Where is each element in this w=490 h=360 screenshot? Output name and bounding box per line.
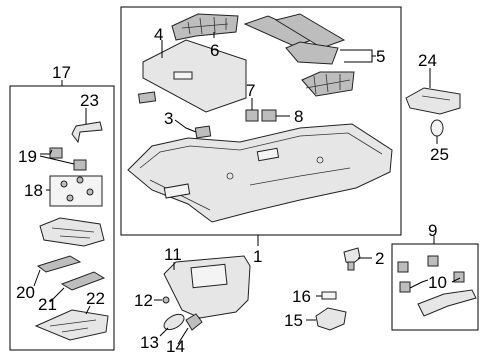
callout-2: 2 bbox=[375, 249, 384, 268]
room-lamp-24-part bbox=[405, 87, 461, 115]
sun-visor-part bbox=[163, 255, 251, 319]
leader-10b bbox=[451, 277, 461, 283]
callout-3: 3 bbox=[164, 109, 173, 128]
clip-19-part bbox=[49, 147, 87, 171]
callout-18: 18 bbox=[24, 181, 43, 200]
leader-13 bbox=[159, 327, 169, 337]
callout-24: 24 bbox=[418, 51, 437, 70]
bulb-25-part bbox=[430, 119, 444, 137]
callout-22: 22 bbox=[86, 289, 105, 308]
holder-13-part bbox=[163, 313, 185, 331]
lens-20-part bbox=[36, 255, 82, 273]
leader-3 bbox=[174, 119, 197, 133]
callout-25: 25 bbox=[430, 145, 449, 164]
assist-grip-part bbox=[397, 255, 477, 317]
visor-holder-2-part bbox=[343, 247, 361, 271]
callout-7: 7 bbox=[246, 81, 255, 100]
leader-19b bbox=[39, 155, 75, 165]
screws-18-part bbox=[49, 175, 103, 207]
callout-5: 5 bbox=[376, 47, 385, 66]
callout-8: 8 bbox=[294, 107, 303, 126]
bracket-23-part bbox=[71, 121, 103, 144]
screw-12-part bbox=[162, 296, 170, 304]
clip-14-part bbox=[185, 313, 203, 331]
pad-8-part bbox=[261, 109, 277, 122]
insulator-part bbox=[171, 13, 239, 41]
callout-1: 1 bbox=[253, 247, 262, 266]
callout-15: 15 bbox=[284, 311, 303, 330]
callout-9: 9 bbox=[428, 221, 437, 240]
bulb-16-part bbox=[321, 291, 337, 300]
callout-11: 11 bbox=[164, 245, 182, 264]
leader-21 bbox=[49, 287, 65, 303]
callout-17: 17 bbox=[52, 63, 71, 82]
pad-7-part bbox=[245, 109, 259, 122]
callout-10: 10 bbox=[428, 273, 447, 292]
callout-23: 23 bbox=[80, 91, 99, 110]
headliner-part bbox=[127, 123, 393, 223]
leader-19 bbox=[40, 149, 53, 155]
roof-panel-part bbox=[142, 39, 247, 113]
insulator-pads-part bbox=[243, 13, 355, 97]
callout-6: 6 bbox=[210, 41, 219, 60]
lens-21-part bbox=[60, 271, 106, 291]
leader-22 bbox=[85, 305, 91, 315]
leader-14 bbox=[177, 327, 189, 345]
grip-group-box bbox=[391, 243, 479, 331]
leader-5 bbox=[340, 49, 373, 63]
callout-20: 20 bbox=[16, 283, 35, 302]
leader-20 bbox=[33, 269, 41, 287]
callout-14: 14 bbox=[166, 337, 185, 356]
callout-12: 12 bbox=[134, 291, 153, 310]
base-22-part bbox=[34, 309, 109, 341]
callout-16: 16 bbox=[292, 287, 311, 306]
leader-10 bbox=[409, 279, 429, 289]
clip-3-part bbox=[137, 91, 212, 139]
callout-19: 19 bbox=[18, 147, 37, 166]
callout-21: 21 bbox=[38, 295, 57, 314]
callout-13: 13 bbox=[140, 333, 159, 352]
lamp-15-part bbox=[315, 307, 347, 331]
callout-4: 4 bbox=[154, 25, 163, 44]
headliner-group-box bbox=[120, 6, 402, 236]
map-lamp-console-part bbox=[39, 217, 105, 247]
